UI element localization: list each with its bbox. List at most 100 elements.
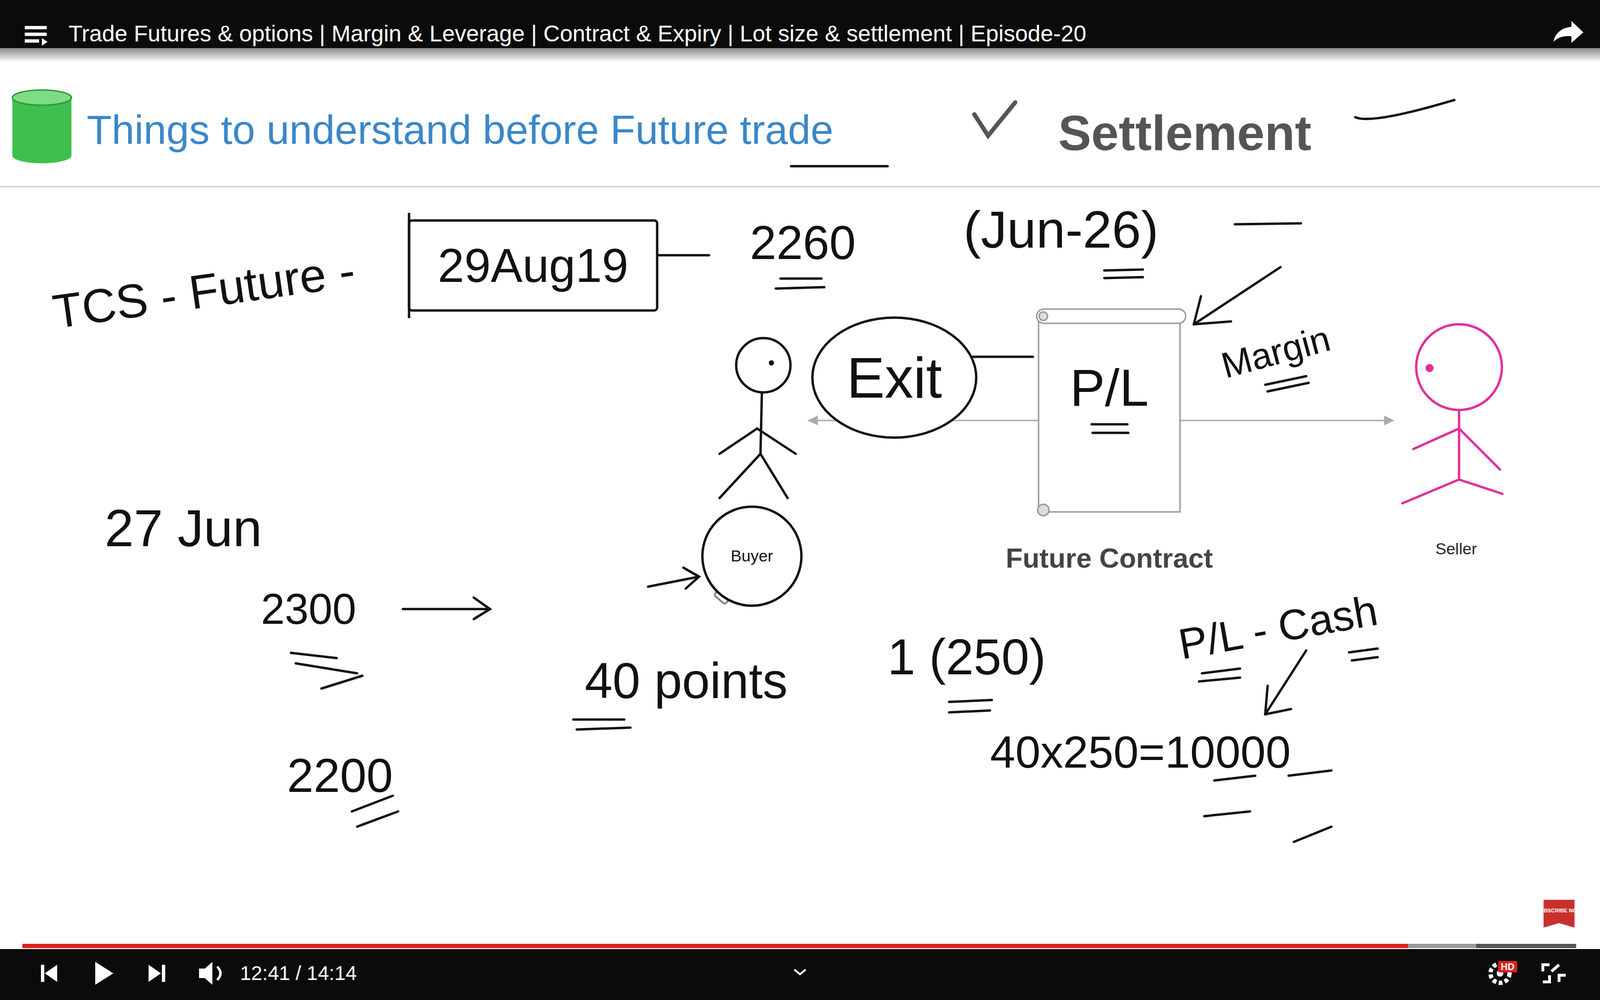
- circled-word: Exit: [810, 316, 978, 440]
- drawing-stroke: [736, 338, 791, 393]
- drawing-stroke: [12, 97, 72, 164]
- drawing-stroke: [1498, 960, 1518, 973]
- drawing-stroke: [760, 453, 788, 499]
- drawing-stroke: [1413, 428, 1460, 450]
- drawing-stroke: [683, 567, 700, 589]
- drawing-stroke: [1104, 277, 1143, 279]
- drawing-stroke: [321, 675, 363, 689]
- node-heading: Future Contract: [1005, 542, 1213, 575]
- drawing-stroke: [1265, 709, 1291, 715]
- date-note: (Jun-26): [963, 199, 1159, 260]
- drawing-stroke: [1288, 770, 1332, 776]
- drawing-stroke: [1265, 685, 1268, 715]
- node-text: P/L: [1070, 357, 1149, 419]
- drawing-stroke: [1204, 811, 1250, 817]
- hd-badge: HD: [1500, 961, 1515, 973]
- figure-label: Seller: [1435, 539, 1478, 559]
- drawing-stroke: [24, 26, 47, 30]
- drawing-stroke: [1459, 479, 1503, 494]
- drawing-stroke: [24, 39, 40, 43]
- drawing-stroke: [1426, 365, 1433, 371]
- drawing-stroke: [40, 964, 45, 982]
- drawing-stroke: [1267, 382, 1309, 392]
- node-text: 29Aug19: [437, 238, 629, 293]
- drawing-stroke: [780, 277, 822, 280]
- drawing-stroke: [95, 961, 114, 985]
- slide-heading: Things to understand before Future trade: [86, 106, 834, 154]
- handwritten-note: 40 points: [584, 652, 788, 710]
- drawing-stroke: [22, 943, 1409, 949]
- drawing-stroke: [1402, 479, 1460, 504]
- scroll-roll: [1036, 309, 1186, 324]
- drawing-stroke: [473, 597, 490, 620]
- lot-size: 1 (250): [887, 628, 1047, 687]
- handwritten-note: P/L - Cash: [1174, 585, 1381, 670]
- drawing-stroke: [1416, 324, 1502, 410]
- scroll-curl: [1039, 311, 1048, 321]
- drawing-stroke: [1193, 321, 1231, 325]
- handwriting-strokes: [290, 100, 1455, 842]
- seller-stick-figure: [1402, 324, 1503, 504]
- drawing-stroke: [1459, 428, 1500, 470]
- drawing-stroke: [760, 392, 762, 454]
- drawing-stroke: [770, 361, 773, 365]
- buyer-stick-figure: [719, 338, 796, 499]
- drawing-stroke: [1458, 410, 1461, 480]
- price-value: 2300: [260, 584, 357, 635]
- drawing-stroke: [1293, 826, 1332, 842]
- drawing-stroke: [1234, 223, 1301, 225]
- drawing-stroke: [794, 969, 806, 975]
- handwritten-note: TCS - Future -: [49, 242, 359, 340]
- drawing-stroke: [402, 608, 490, 611]
- price-value: 2200: [287, 748, 393, 803]
- drawing-stroke: [949, 710, 990, 713]
- drawing-stroke: [1193, 296, 1201, 325]
- drawing-stroke: [148, 964, 161, 982]
- drawing-stroke: [1193, 267, 1281, 325]
- scroll-curl: [1037, 504, 1050, 516]
- drawing-stroke: [576, 727, 631, 730]
- handwritten-note: Margin: [1216, 317, 1335, 387]
- drawing-stroke: [1201, 668, 1240, 674]
- drawing-stroke: [573, 718, 625, 721]
- section-heading: Settlement: [1058, 104, 1312, 162]
- drawing-stroke: [1553, 20, 1584, 43]
- drawing-stroke: [949, 700, 992, 702]
- drawing-stroke: [1384, 416, 1393, 425]
- drawing-stroke: [161, 964, 166, 982]
- drawing-stroke: [648, 576, 700, 587]
- drawing-stroke: [44, 964, 58, 982]
- node-text: Buyer: [730, 546, 774, 566]
- circle-outline: [812, 317, 977, 438]
- drawing-stroke: [790, 165, 888, 168]
- drawing-stroke: [0, 186, 1600, 188]
- time-display: 12:41 / 14:14: [240, 961, 357, 985]
- drawing-stroke: [1542, 899, 1576, 929]
- title-shadow: [0, 48, 1600, 63]
- drawing-stroke: [1104, 269, 1143, 271]
- drawing-stroke: [357, 811, 399, 827]
- drawing-stroke: [1349, 648, 1378, 653]
- drawing-stroke: [757, 428, 796, 454]
- drawing-stroke: [775, 287, 825, 289]
- drawing-stroke: [1476, 943, 1577, 949]
- drawing-stroke: [1265, 650, 1307, 715]
- drawing-stroke: [217, 966, 221, 980]
- date-note: 27 Jun: [104, 498, 262, 559]
- date-box: 29Aug19: [408, 219, 659, 312]
- drawing-stroke: [12, 90, 72, 106]
- price-value: 2260: [750, 215, 856, 270]
- circled-word: Buyer: [700, 505, 803, 608]
- drawing-stroke: [809, 416, 818, 425]
- underline-stroke: [1092, 431, 1129, 435]
- drawing-stroke: [719, 453, 761, 499]
- contract-scroll: P/LFuture Contract: [1032, 308, 1186, 521]
- drawing-stroke: [974, 102, 1016, 136]
- underline-stroke: [1091, 423, 1128, 426]
- player-controls: [22, 899, 1577, 985]
- connector-line: [972, 355, 1033, 359]
- drawing-stroke: [295, 663, 358, 674]
- drawing-stroke: [199, 961, 213, 985]
- drawing-stroke: [1542, 964, 1566, 982]
